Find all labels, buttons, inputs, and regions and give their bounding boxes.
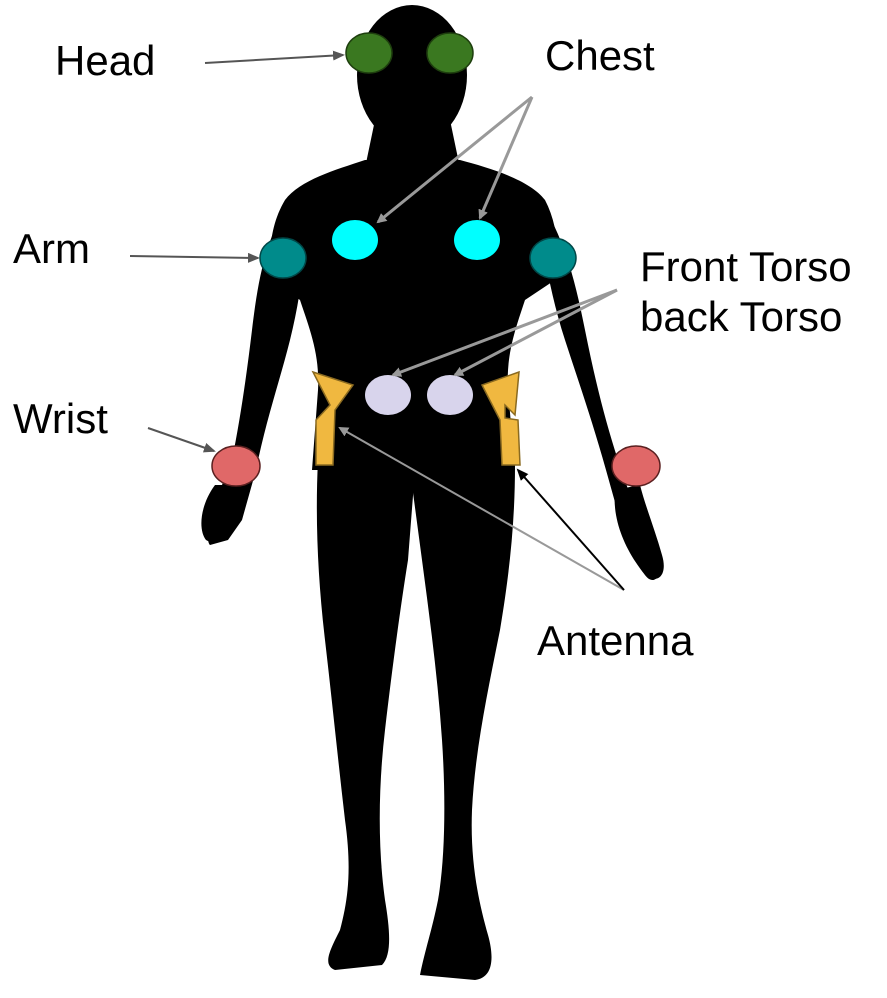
arrow-chest-right xyxy=(478,96,534,220)
antennas xyxy=(311,370,521,466)
torso-sensor-front xyxy=(365,375,411,415)
antenna-right xyxy=(480,370,521,466)
antenna-left xyxy=(311,370,355,466)
arrow-wrist xyxy=(147,427,216,453)
label-back-torso: back Torso xyxy=(640,293,843,340)
torso-sensors xyxy=(365,375,473,415)
torso-sensor-back xyxy=(427,375,473,415)
label-front-torso: Front Torso xyxy=(640,243,852,290)
label-head: Head xyxy=(55,37,156,84)
arm-sensors xyxy=(259,237,577,279)
label-chest: Chest xyxy=(545,32,655,79)
chest-sensor-right xyxy=(454,220,500,260)
arm-sensor-left xyxy=(259,237,307,279)
arrow-chest-left xyxy=(376,95,533,224)
head-sensor-right xyxy=(426,32,474,74)
wrist-sensor-right xyxy=(611,445,661,487)
arrow-antenna-left xyxy=(338,427,625,591)
head-sensors xyxy=(345,32,474,74)
arrow-torso-front xyxy=(391,288,618,377)
arrow-arm xyxy=(129,252,260,263)
label-wrist: Wrist xyxy=(13,395,108,442)
arrows xyxy=(129,50,625,591)
arrow-antenna-right xyxy=(516,468,625,591)
arm-sensor-right xyxy=(529,237,577,279)
chest-sensors xyxy=(332,220,500,260)
label-antenna: Antenna xyxy=(537,617,694,664)
head-sensor-left xyxy=(345,32,393,74)
chest-sensor-left xyxy=(332,220,378,260)
label-torso: Front Torso back Torso xyxy=(640,242,852,342)
wrist-sensors xyxy=(211,445,661,487)
wrist-sensor-left xyxy=(211,445,261,487)
arrow-head xyxy=(204,50,345,64)
human-silhouette xyxy=(201,5,664,980)
label-arm: Arm xyxy=(13,225,90,272)
arrow-torso-back xyxy=(453,288,618,377)
